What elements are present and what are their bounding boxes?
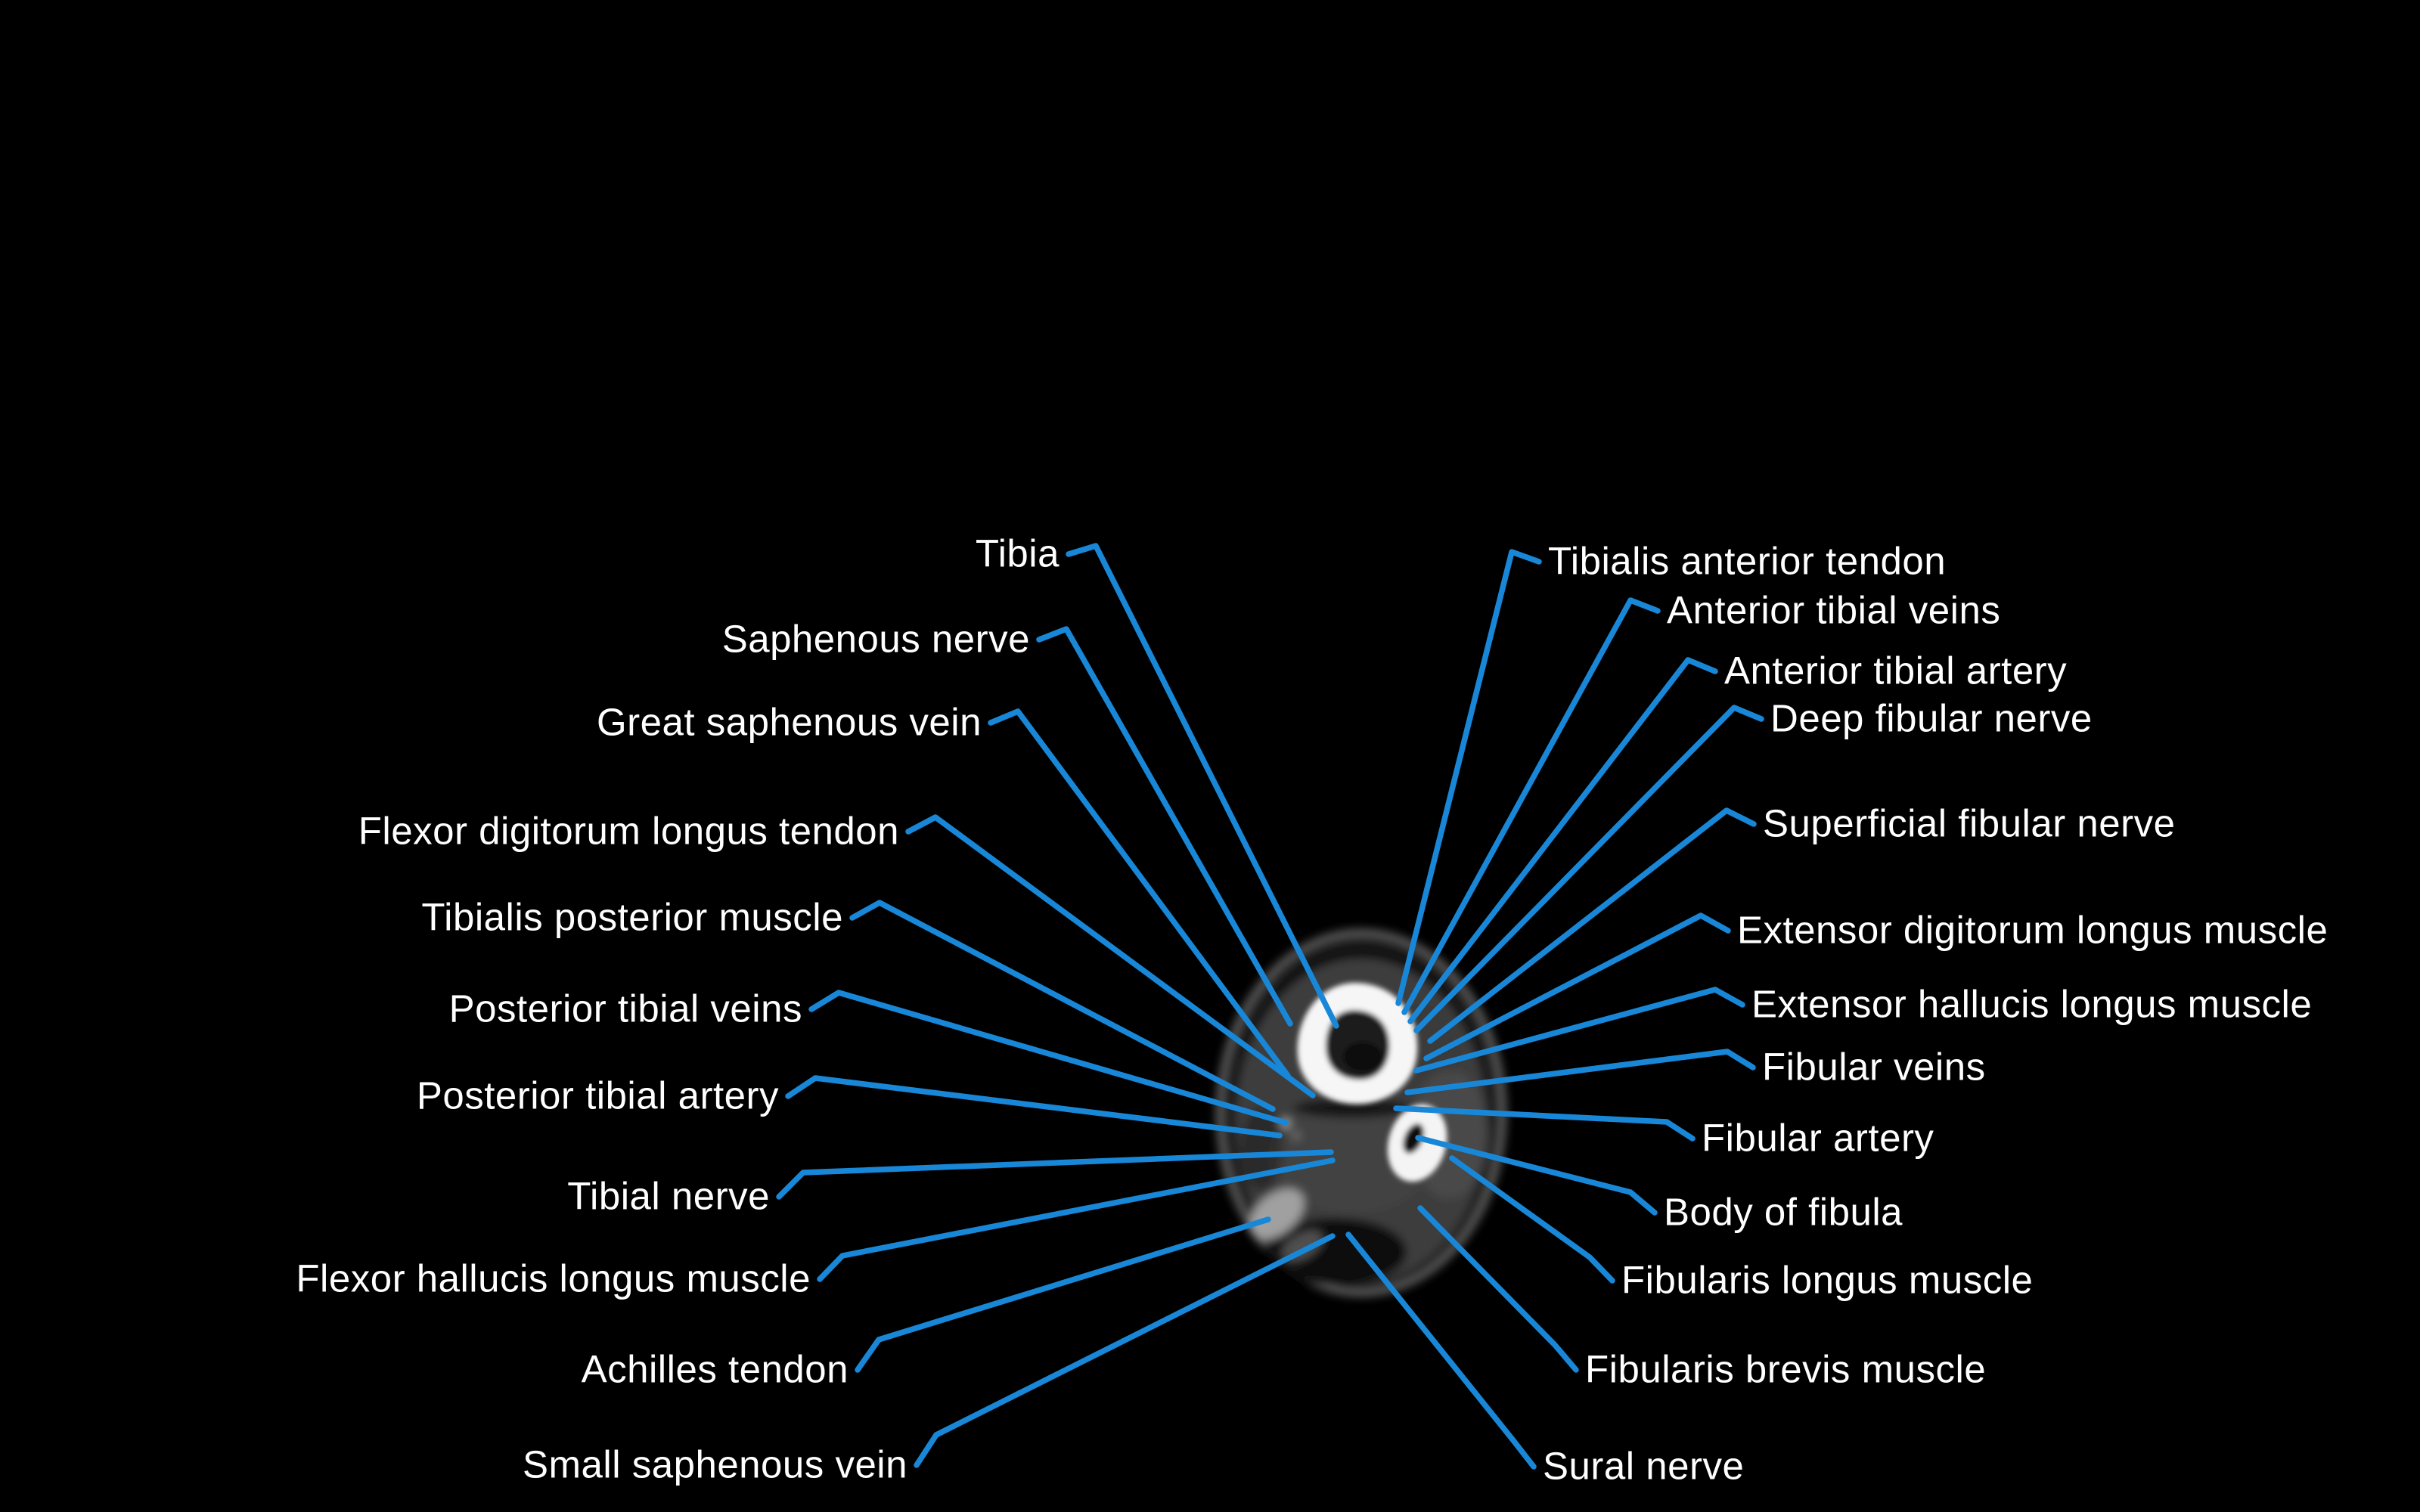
leader-line-extensor-hallucis-longus-muscle [1413,987,1745,1074]
deep-posterior-compartment-region [1268,1100,1432,1213]
leader-line-fibular-artery [1393,1105,1696,1142]
leader-line-tibialis-posterior-muscle [849,900,1276,1112]
leader-line-posterior-tibial-veins [808,990,1289,1126]
leader-line-body-of-fibula [1415,1135,1658,1216]
leader-lines-layer [776,543,1764,1470]
tibia-medulla-core [1343,1042,1382,1072]
leader-line-flexor-hallucis-longus-muscle [817,1157,1336,1282]
leader-line-anterior-tibial-artery [1407,657,1718,1024]
leader-line-superficial-fibular-nerve [1427,807,1757,1044]
sub-tibial-dark-band [1293,1098,1411,1118]
leader-line-fibularis-longus-muscle [1449,1155,1615,1284]
leader-line-anterior-tibial-veins [1401,597,1661,1015]
leader-line-saphenous-nerve [1036,626,1293,1027]
leader-line-small-saphenous-vein [914,1233,1336,1468]
leader-line-fibularis-brevis-muscle [1417,1205,1579,1373]
leader-line-great-saphenous-vein [988,708,1291,1079]
leader-line-tibial-nerve [776,1149,1334,1200]
leader-line-deep-fibular-nerve [1413,705,1764,1033]
posterior-tibial-vessel-dot-2 [1292,1132,1300,1139]
fibula-medullary-cavity [1403,1123,1424,1154]
leader-line-tibialis-anterior-tendon [1395,549,1542,1006]
leader-line-achilles-tendon [855,1216,1271,1373]
leader-line-fibular-veins [1404,1049,1756,1095]
leader-line-posterior-tibial-artery [785,1075,1283,1139]
leader-line-extensor-digitorum-longus-muscle [1423,912,1731,1061]
leader-line-sural-nerve [1345,1232,1537,1470]
leader-line-tibia [1066,543,1339,1029]
leader-line-flexor-digitorum-longus-tendon [905,814,1316,1098]
bright-posteromedial-blob [1249,1188,1305,1240]
